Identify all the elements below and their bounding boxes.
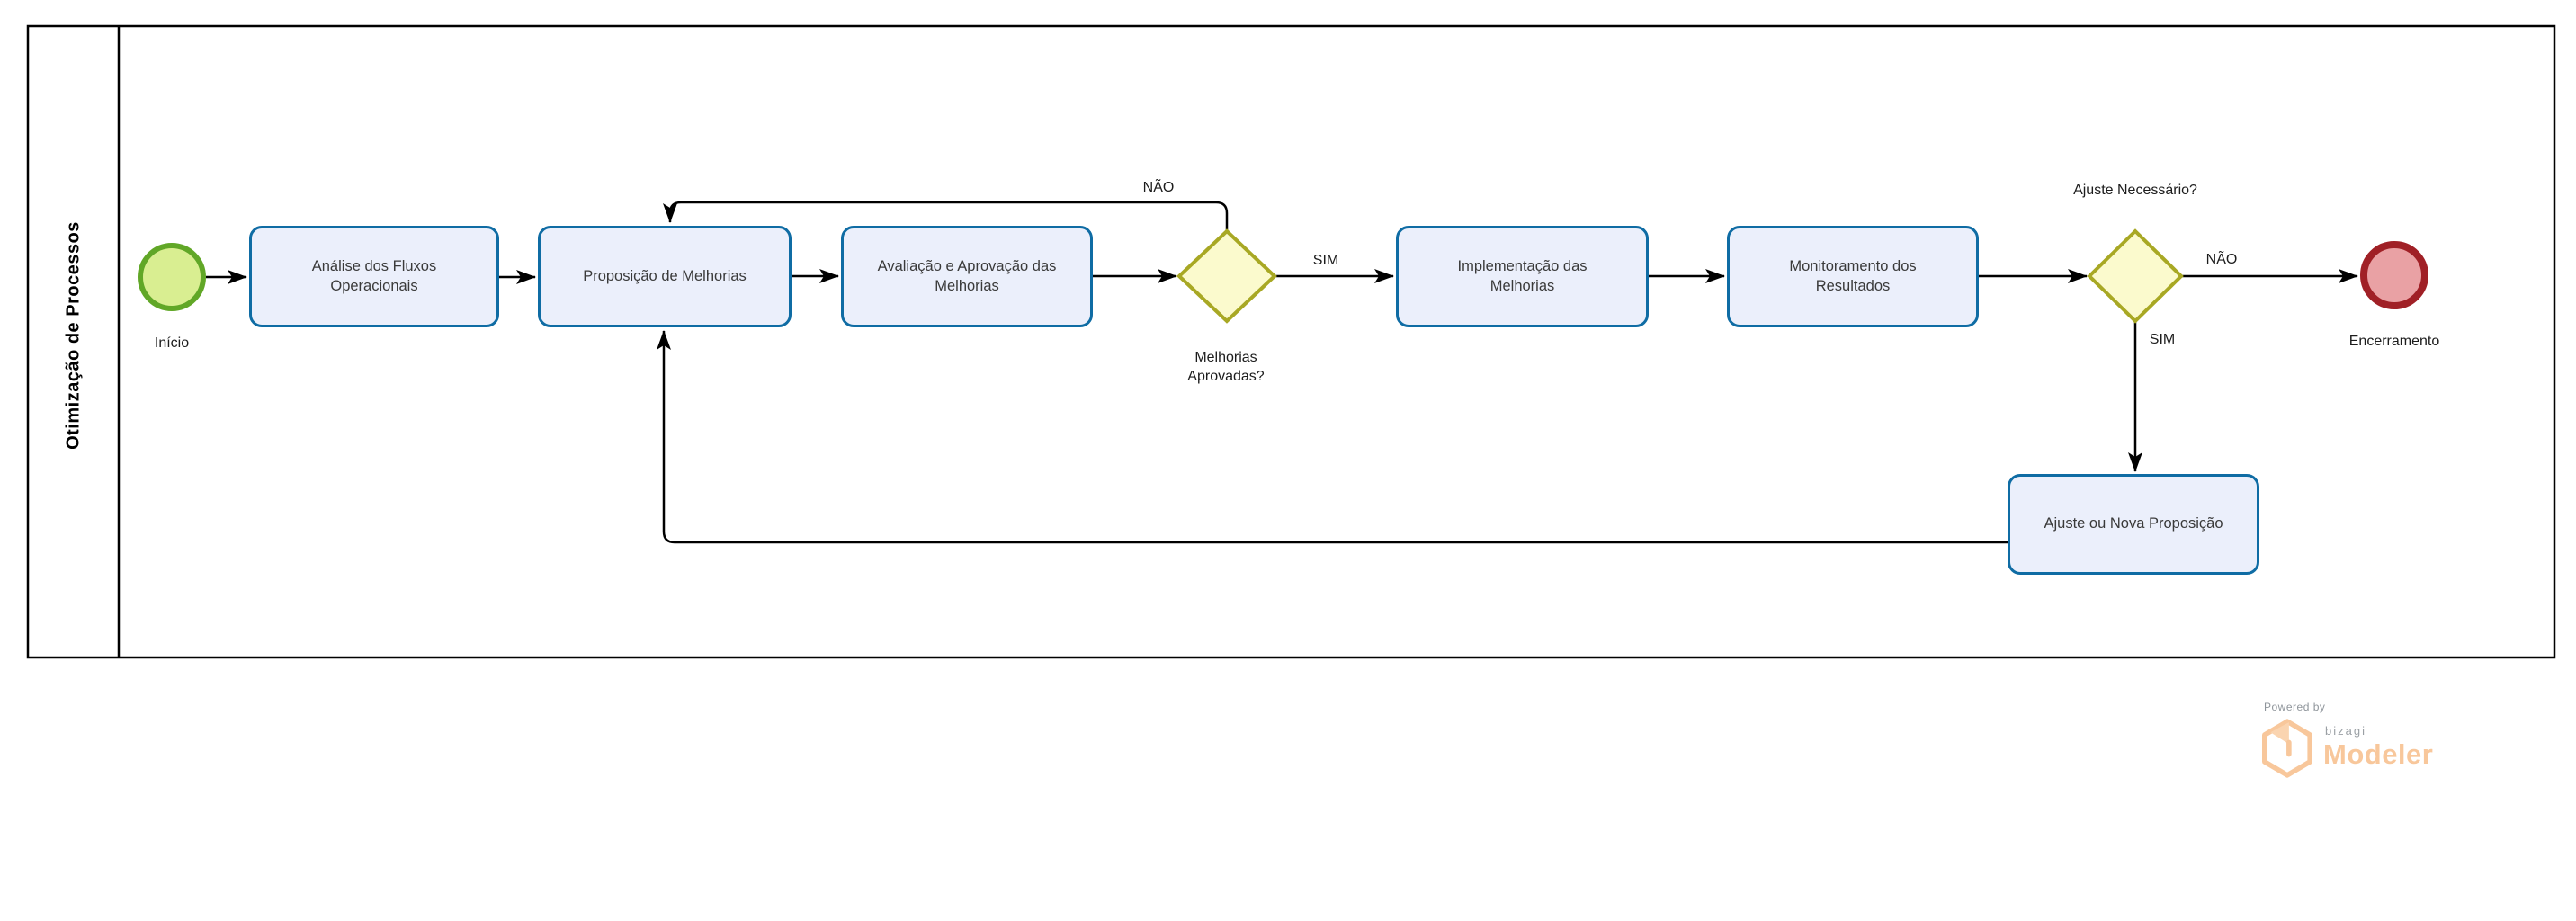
gateway2-yes-label: SIM (2149, 332, 2176, 347)
gateway1-label: Melhorias Aprovadas? (1187, 350, 1265, 384)
flow-gateway1-nao-loop (663, 201, 1229, 232)
task-monitoramento-label: Monitoramento dos Resultados (1789, 257, 1917, 294)
pool-title: Otimização de Processos (63, 221, 84, 450)
gateway1-yes-label: SIM (1312, 253, 1339, 268)
modeler-product-text: Modeler (2323, 738, 2434, 770)
flow-ajuste-loop-to-proposicao (657, 330, 2008, 544)
gateway-melhorias-aprovadas (1176, 228, 1277, 324)
powered-by-text: Powered by (2264, 701, 2326, 713)
task-implementacao: Implementação das Melhorias (1396, 226, 1649, 327)
task-analise-fluxos-label: Análise dos Fluxos Operacionais (311, 257, 437, 294)
task-avaliacao-aprovacao-label: Avaliação e Aprovação das Melhorias (877, 257, 1057, 294)
gateway2-label: Ajuste Necessário? (2073, 183, 2197, 198)
task-proposicao-melhorias: Proposição de Melhorias (538, 226, 792, 327)
task-proposicao-melhorias-label: Proposição de Melhorias (583, 267, 747, 284)
gateway2-no-label: NÃO (2205, 252, 2238, 267)
end-event-circle (2360, 241, 2428, 309)
end-event-label: Encerramento (2348, 334, 2440, 349)
task-implementacao-label: Implementação das Melhorias (1457, 257, 1588, 294)
gateway1-no-label: NÃO (1142, 180, 1175, 195)
task-analise-fluxos: Análise dos Fluxos Operacionais (249, 226, 499, 327)
task-ajuste-nova-proposicao: Ajuste ou Nova Proposição (2008, 474, 2259, 575)
task-avaliacao-aprovacao: Avaliação e Aprovação das Melhorias (841, 226, 1093, 327)
start-event-circle (138, 243, 206, 311)
bizagi-logo-icon (2262, 719, 2312, 778)
gateway-ajuste-necessario (2087, 228, 2184, 324)
task-monitoramento: Monitoramento dos Resultados (1727, 226, 1979, 327)
task-ajuste-nova-proposicao-label: Ajuste ou Nova Proposição (2044, 515, 2223, 532)
bizagi-brand-text: bizagi (2325, 724, 2366, 738)
start-event-label: Início (154, 335, 190, 351)
bizagi-watermark: Powered by bizagi Modeler (2262, 701, 2496, 778)
pool-frame (26, 24, 2556, 659)
